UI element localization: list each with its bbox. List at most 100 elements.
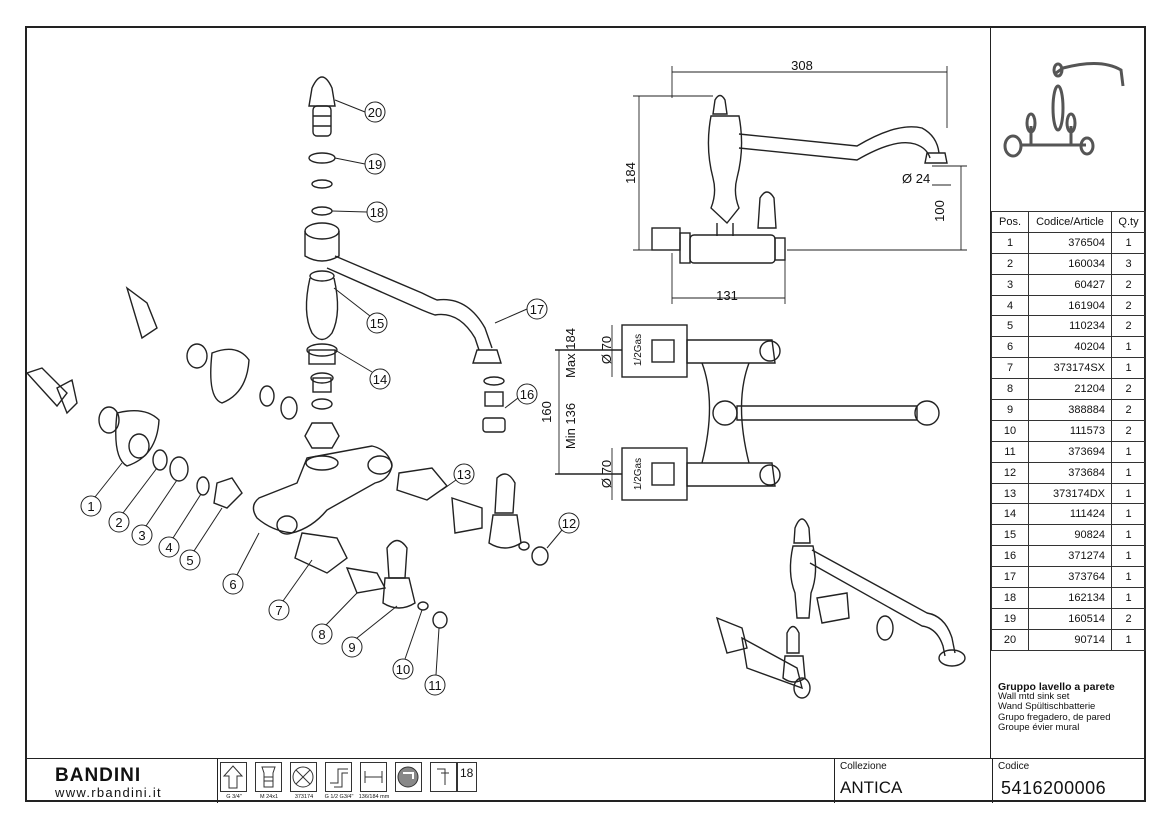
description-line-en: Wall mtd sink set (998, 691, 1070, 703)
callouts: 20 19 18 17 15 14 16 13 12 1 2 3 4 5 6 7… (80, 99, 580, 696)
part-1-connector (27, 286, 298, 467)
collection-block: Collezione ANTICA (834, 759, 993, 803)
dim-spout-height: 100 (932, 200, 947, 222)
callout-9: 9 (341, 605, 398, 658)
cell-article: 111424 (1028, 503, 1112, 526)
code-value: 5416200006 (1001, 778, 1107, 798)
icon-caption-4: 136/184 mm (358, 794, 390, 800)
cell-qty: 2 (1111, 607, 1146, 630)
svg-text:12: 12 (562, 516, 576, 531)
cell-qty: 1 (1111, 357, 1146, 380)
svg-text:15: 15 (370, 316, 384, 331)
thread-top: 1/2Gas (633, 334, 644, 366)
cell-pos: 12 (991, 461, 1029, 484)
svg-text:6: 6 (229, 577, 236, 592)
product-description: Gruppo lavello a parete Wall mtd sink se… (998, 682, 1115, 733)
callout-2: 2 (108, 467, 158, 533)
front-elevation (651, 94, 948, 264)
top-dimension-lines (558, 325, 613, 500)
cell-pos: 18 (991, 587, 1029, 609)
dim-connection-bottom: Ø 70 (599, 460, 614, 488)
icon-caption-0: G 3/4" (226, 794, 242, 800)
cell-article: 371274 (1028, 545, 1112, 568)
icon-caption-3: G 1/2 G3/4" (324, 794, 354, 800)
callout-14: 14 (334, 349, 391, 390)
svg-text:16: 16 (520, 387, 534, 402)
collection-label: Collezione (840, 761, 887, 772)
header-pos: Pos. (991, 211, 1029, 233)
part-17-spout (304, 222, 502, 364)
cell-qty: 1 (1111, 231, 1146, 254)
callout-11: 11 (424, 627, 446, 696)
part-16-aerator (482, 376, 506, 433)
cell-article: 376504 (1028, 231, 1112, 254)
parts-table-header: Pos. Codice/Article Q.ty (991, 211, 1146, 233)
connector-icon (325, 762, 352, 792)
part-9-handle (382, 539, 448, 629)
svg-text:19: 19 (368, 157, 382, 172)
cell-qty: 2 (1111, 315, 1146, 338)
svg-text:18: 18 (370, 205, 384, 220)
callout-1: 1 (80, 462, 123, 517)
cell-pos: 17 (991, 566, 1029, 589)
part-13-headwork (396, 467, 549, 566)
callout-20: 20 (334, 99, 386, 123)
code-block: Codice 5416200006 (992, 759, 1146, 803)
cell-qty: 2 (1111, 294, 1146, 317)
tap-icon (430, 762, 457, 792)
cell-qty: 1 (1111, 524, 1146, 547)
dim-max-center: Max 184 (563, 328, 578, 378)
cell-article: 373174SX (1028, 357, 1112, 380)
svg-text:8: 8 (318, 627, 325, 642)
cell-pos: 6 (991, 336, 1029, 359)
callout-19: 19 (334, 153, 386, 175)
title-block: BANDINI www.rbandini.it G 3/4" M 24x1 37… (27, 758, 1145, 803)
cell-qty: 2 (1111, 378, 1146, 401)
cell-qty: 1 (1111, 482, 1146, 505)
svg-text:3: 3 (138, 528, 145, 543)
part-3-seat (169, 456, 189, 482)
cell-qty: 1 (1111, 628, 1146, 651)
svg-text:13: 13 (457, 467, 471, 482)
cell-pos: 2 (991, 252, 1029, 275)
dim-center: 160 (539, 401, 554, 423)
callout-7: 7 (268, 559, 313, 621)
callout-18: 18 (331, 201, 388, 223)
part-7-headwork (294, 532, 387, 594)
svg-text:5: 5 (186, 553, 193, 568)
product-thumbnail (991, 28, 1146, 212)
cell-article: 111573 (1028, 419, 1112, 442)
cell-qty: 2 (1111, 419, 1146, 442)
svg-text:18: 18 (460, 766, 474, 780)
cell-qty: 1 (1111, 566, 1146, 589)
callout-6: 6 (222, 532, 260, 595)
cell-article: 162134 (1028, 587, 1112, 609)
cell-qty: 1 (1111, 440, 1146, 463)
icon-caption-1: M 24x1 (259, 794, 279, 800)
description-line-it: Gruppo lavello a parete (998, 681, 1115, 693)
description-line-de: Wand Spültischbatterie (998, 701, 1096, 713)
cell-qty: 2 (1111, 399, 1146, 421)
brand-block: BANDINI www.rbandini.it (27, 759, 218, 803)
cell-qty: 1 (1111, 503, 1146, 526)
aerator-icon (255, 762, 282, 792)
cartridge-icon (290, 762, 317, 792)
header-article: Codice/Article (1028, 211, 1112, 233)
part-6-main-body (252, 445, 393, 535)
cell-pos: 4 (991, 294, 1029, 317)
dim-width: 308 (791, 58, 813, 73)
cell-pos: 19 (991, 607, 1029, 630)
